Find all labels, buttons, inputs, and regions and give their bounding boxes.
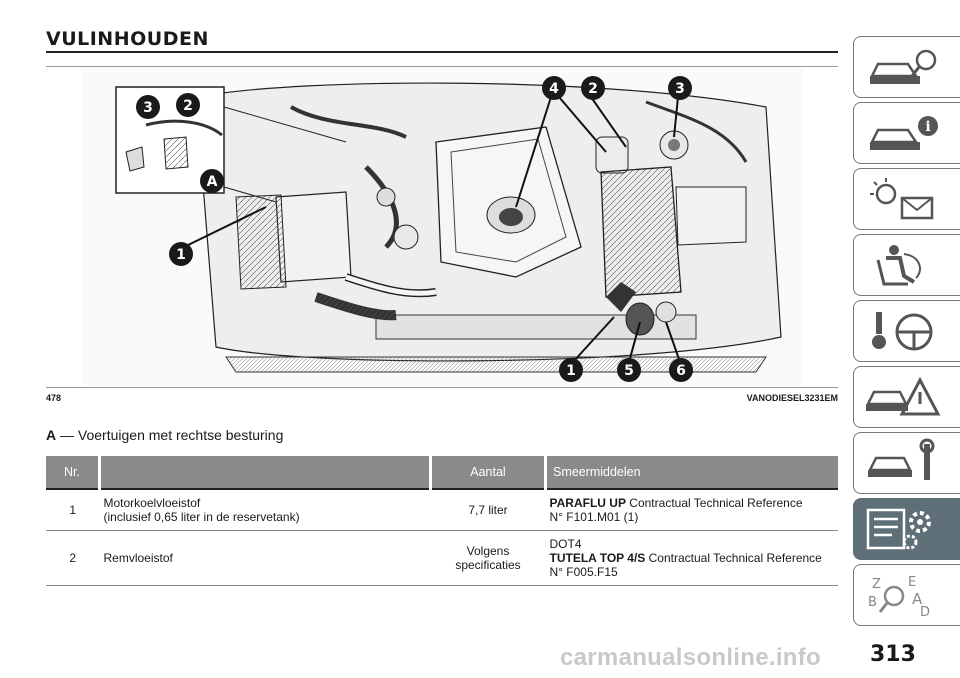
description-line: Motorkoelvloeistof <box>103 496 201 510</box>
alphabet-index-icon: Z E B A D <box>868 575 930 620</box>
figure-rule-bottom <box>46 387 838 388</box>
airbag-seat-icon <box>876 245 921 286</box>
legend-key: A <box>46 427 57 443</box>
tab-index[interactable]: Z E B A D <box>853 564 960 626</box>
svg-text:2: 2 <box>588 81 598 97</box>
svg-text:3: 3 <box>675 81 685 97</box>
description-line: (inclusief 0,65 liter in de reservetank) <box>103 510 300 524</box>
table-row: 2 Remvloeistof Volgens specificaties DOT… <box>46 530 838 586</box>
svg-text:E: E <box>908 575 916 590</box>
lubricant-name: PARAFLU UP <box>549 496 626 510</box>
callout-6: 6 <box>669 358 693 382</box>
page-title: VULINHOUDEN <box>46 28 209 50</box>
tab-starting-driving[interactable] <box>853 300 960 362</box>
table-header-row: Nr. Aantal Smeermiddelen <box>46 456 838 489</box>
callout-4: 4 <box>542 76 566 100</box>
header-lubricants: Smeermiddelen <box>545 456 838 489</box>
row-quantity: Volgens specificaties <box>430 530 546 586</box>
svg-text:4: 4 <box>549 81 559 97</box>
lubricant-spec: DOT4 <box>549 537 582 551</box>
svg-text:Z: Z <box>872 577 881 592</box>
row-description: Remvloeistof <box>99 530 431 586</box>
svg-text:B: B <box>868 595 877 610</box>
callout-2: 2 <box>581 76 605 100</box>
svg-text:D: D <box>920 605 930 620</box>
warning-light-mail-icon <box>870 178 934 220</box>
lubricant-ref: Contractual Technical Reference <box>629 496 803 510</box>
callout-1-bottom: 1 <box>559 358 583 382</box>
key-steering-wheel-icon <box>872 312 933 351</box>
figure-code: VANODIESEL3231EM <box>746 393 838 403</box>
svg-text:5: 5 <box>624 363 634 379</box>
lubricant-code: N° F101.M01 (1) <box>549 510 639 524</box>
description-line: Remvloeistof <box>103 551 173 565</box>
engine-bay-figure: 3 2 A 1 4 2 3 1 <box>46 67 838 387</box>
callout-3: 3 <box>668 76 692 100</box>
lubricant-line: TUTELA TOP 4/S Contractual Technical Ref… <box>550 551 835 565</box>
callout-1-left: 1 <box>169 242 193 266</box>
callout-3-inset: 3 <box>136 95 160 119</box>
svg-text:i: i <box>925 119 930 135</box>
callout-5: 5 <box>617 358 641 382</box>
tab-warnings-messages[interactable] <box>853 168 960 230</box>
car-wrench-icon <box>867 438 935 480</box>
lubricant-code: N° F005.F15 <box>549 565 618 579</box>
svg-text:6: 6 <box>676 363 686 379</box>
car-info-icon: i <box>869 116 938 150</box>
svg-text:1: 1 <box>176 247 186 263</box>
watermark: carmanualsonline.info <box>560 644 822 671</box>
page-number: 313 <box>870 642 916 667</box>
callout-2-inset: 2 <box>176 93 200 117</box>
tab-technical-data[interactable] <box>853 498 960 560</box>
tab-car-search[interactable] <box>853 36 960 98</box>
fluids-table: Nr. Aantal Smeermiddelen 1 Motorkoelvloe… <box>46 456 838 586</box>
legend-text: — Voertuigen met rechtse besturing <box>60 427 284 443</box>
svg-text:1: 1 <box>566 363 576 379</box>
header-quantity: Aantal <box>430 456 547 489</box>
tab-maintenance[interactable] <box>853 432 960 494</box>
figure-legend: A — Voertuigen met rechtse besturing <box>46 427 283 443</box>
callout-a-inset: A <box>200 169 224 193</box>
table-row: 1 Motorkoelvloeistof (inclusief 0,65 lit… <box>46 488 838 531</box>
tab-emergency[interactable] <box>853 366 960 428</box>
list-gears-icon <box>866 508 931 550</box>
row-quantity: 7,7 liter <box>430 488 546 531</box>
lubricant-name: TUTELA TOP 4/S <box>549 551 646 565</box>
car-warning-triangle-icon <box>865 376 941 416</box>
engine-bay-illustration: 3 2 A 1 4 2 3 1 <box>81 67 803 385</box>
svg-text:A: A <box>912 590 923 608</box>
title-rule <box>46 51 838 53</box>
tab-safety[interactable] <box>853 234 960 296</box>
svg-text:3: 3 <box>143 100 153 116</box>
row-nr: 2 <box>46 530 100 586</box>
header-description <box>99 456 432 489</box>
figure-number: 478 <box>46 393 62 403</box>
row-nr: 1 <box>46 488 100 531</box>
svg-text:A: A <box>207 174 218 190</box>
header-nr: Nr. <box>46 456 101 489</box>
lubricant-ref: Contractual Technical Reference <box>648 551 822 565</box>
lubricant-line: PARAFLU UP Contractual Technical Referen… <box>550 496 835 510</box>
row-description: Motorkoelvloeistof (inclusief 0,65 liter… <box>99 488 431 531</box>
tab-car-info[interactable]: i <box>853 102 960 164</box>
row-lubricant: PARAFLU UP Contractual Technical Referen… <box>545 488 838 531</box>
row-lubricant: DOT4 TUTELA TOP 4/S Contractual Technica… <box>545 530 838 586</box>
svg-text:2: 2 <box>183 98 193 114</box>
figure-rule-top <box>46 66 838 67</box>
car-search-icon <box>869 49 937 84</box>
